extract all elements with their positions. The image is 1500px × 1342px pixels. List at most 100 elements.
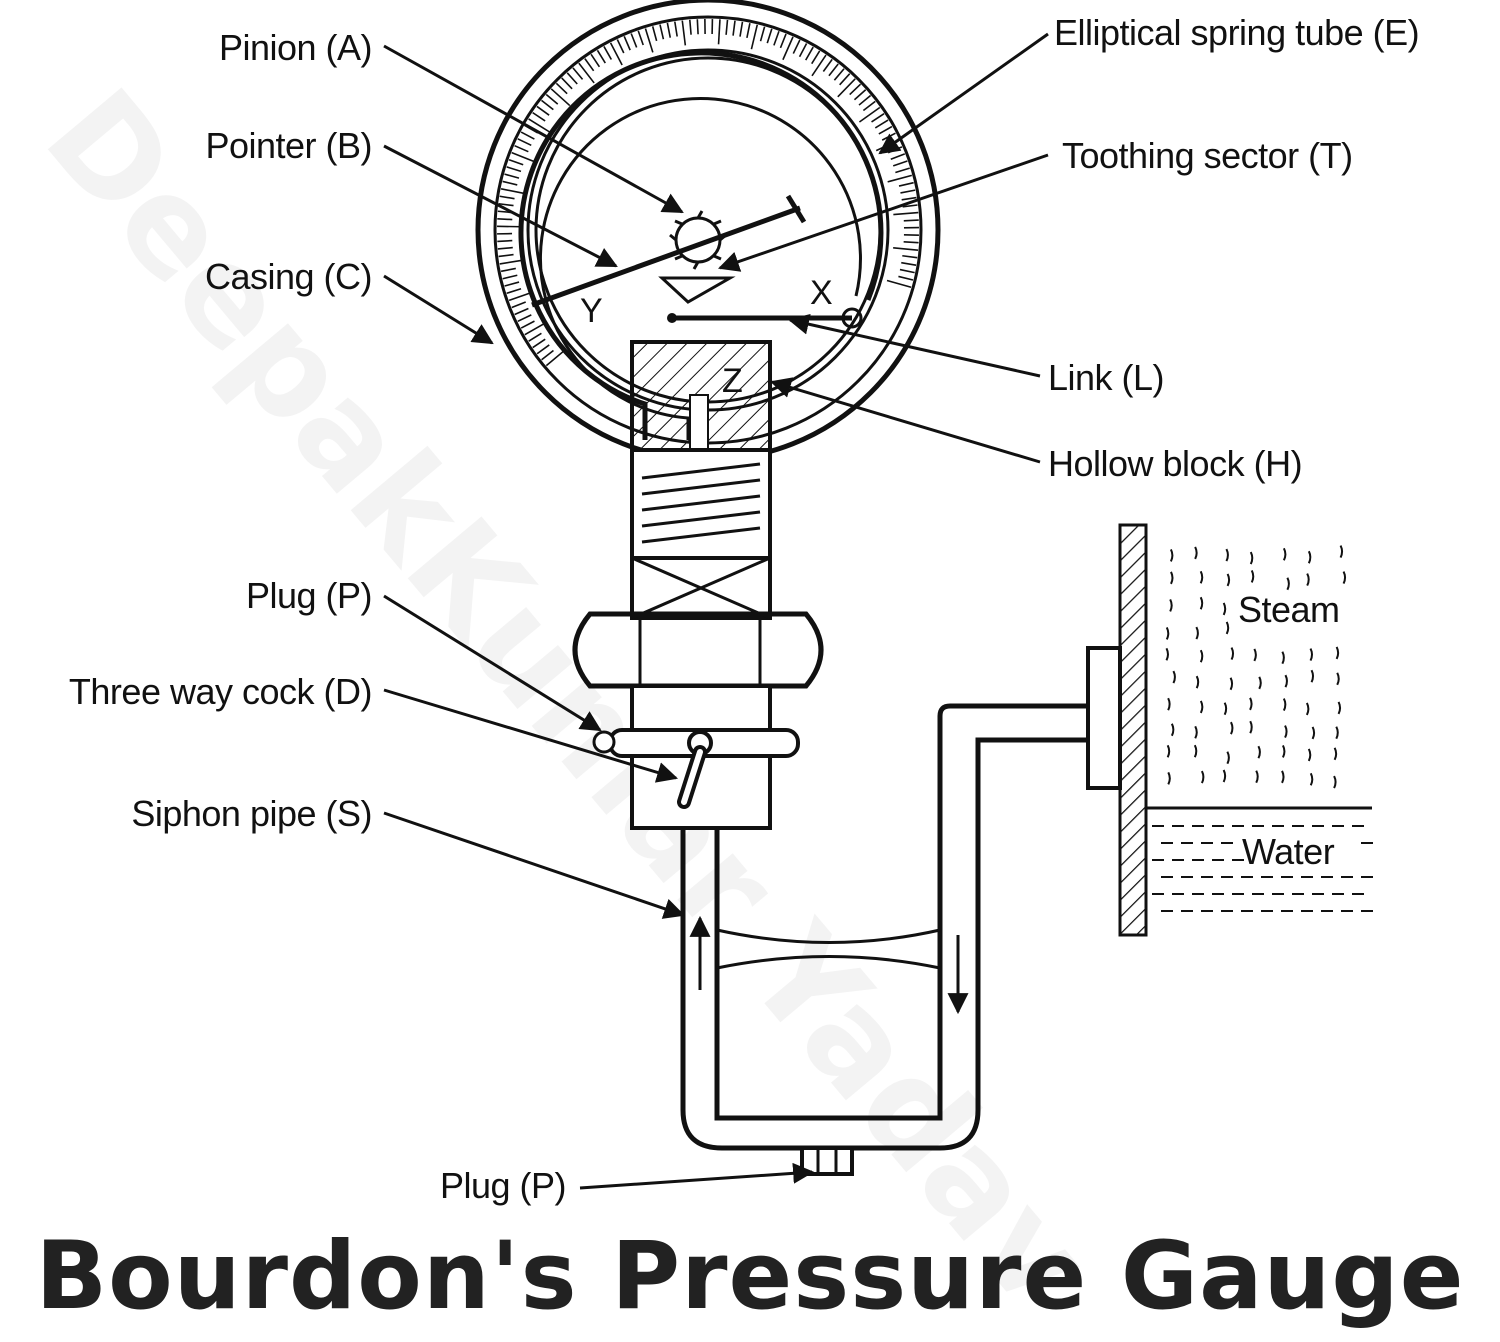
dial-tick	[886, 279, 912, 289]
dial-tick	[506, 166, 522, 173]
steam-dash	[1257, 745, 1261, 759]
dial-tick	[499, 259, 525, 265]
dial-tick	[862, 100, 876, 112]
dial-tick	[506, 288, 522, 295]
dial-tick	[811, 54, 827, 77]
steam-dash	[1195, 675, 1200, 689]
plug-lower	[800, 1146, 854, 1176]
steam-dash	[1249, 697, 1253, 711]
steam-dash	[1255, 770, 1259, 784]
dial-tick	[616, 39, 625, 54]
dial-tick	[874, 119, 889, 129]
dial-tick	[688, 19, 692, 35]
label-elliptical-spring-tube: Elliptical spring tube (E)	[1054, 12, 1419, 53]
dial-tick	[504, 281, 520, 287]
steam-dash	[1282, 744, 1286, 758]
steam-dash	[1284, 725, 1288, 739]
water-region	[1146, 806, 1373, 912]
steam-dash	[1339, 545, 1344, 559]
dial-tick	[517, 314, 532, 323]
steam-dash	[1253, 648, 1257, 662]
steam-dash	[1193, 744, 1198, 758]
dial-tick	[520, 320, 535, 329]
gauge-mechanism	[531, 194, 863, 329]
steam-dash	[1307, 748, 1312, 762]
dial-tick	[849, 83, 862, 96]
dial-tick	[572, 67, 584, 80]
dial-tick	[651, 26, 658, 42]
dial-tick	[511, 301, 526, 309]
marker-y: Y	[580, 292, 603, 330]
dial-tick	[893, 211, 919, 216]
toothing-sector	[658, 276, 736, 304]
steam-dash	[1225, 621, 1230, 635]
dial-tick	[528, 118, 551, 133]
steam-dash	[1200, 770, 1205, 784]
dial-tick	[717, 19, 721, 45]
dial-tick	[779, 33, 787, 49]
steam-dash	[1335, 646, 1340, 660]
dial-tick	[890, 153, 906, 161]
dial-tick	[837, 78, 856, 98]
steam-dash	[1167, 771, 1171, 785]
steam-dash	[1199, 649, 1204, 663]
dial-tick	[659, 24, 665, 40]
dial-tick	[853, 89, 867, 101]
dial-tick	[900, 189, 916, 194]
dial-tick	[498, 253, 514, 258]
dial-tick	[637, 30, 644, 46]
dial-tick	[541, 99, 554, 111]
label-three-way-cock: Three way cock (D)	[69, 671, 372, 712]
dial-tick	[811, 50, 821, 65]
dial-tick	[609, 42, 623, 66]
steam-dash	[1223, 702, 1228, 716]
dial-tick	[898, 181, 914, 187]
steam-dash	[1226, 573, 1231, 587]
steam-dash	[1310, 669, 1315, 683]
dial-tick	[732, 20, 736, 36]
steam-dash	[1307, 550, 1312, 564]
steam-dash	[1250, 569, 1255, 583]
dial-tick	[504, 173, 520, 179]
dial-tick	[644, 28, 654, 53]
dial-tick	[881, 132, 896, 141]
dial-tick	[839, 73, 851, 86]
leader-lines	[383, 32, 1049, 1190]
label-siphon-pipe: Siphon pipe (S)	[131, 793, 372, 834]
three-way-cock-assembly	[592, 684, 800, 830]
dial-tick	[895, 167, 910, 174]
dial-tick	[858, 106, 881, 123]
steam-dash	[1226, 751, 1230, 765]
label-steam: Steam	[1238, 589, 1340, 630]
steam-dash	[1249, 720, 1253, 734]
steam-dash	[1284, 674, 1288, 688]
dial-tick	[508, 158, 524, 166]
steam-dash	[1230, 721, 1234, 735]
dial-tick	[528, 332, 542, 342]
steam-dash	[1170, 723, 1175, 737]
dial-tick	[674, 21, 678, 37]
dial-tick	[766, 28, 773, 44]
steam-dash	[1199, 700, 1204, 714]
siphon-pipe	[680, 703, 1088, 1176]
dial-tick	[903, 240, 919, 244]
steam-dash	[1286, 577, 1290, 591]
steam-dash	[1165, 647, 1169, 661]
dial-tick	[902, 204, 918, 208]
dial-tick	[782, 36, 794, 61]
steam-region	[1165, 545, 1347, 789]
dial-tick	[833, 68, 845, 81]
dial-tick	[666, 22, 672, 38]
dial-tick	[511, 151, 536, 163]
label-pointer: Pointer (B)	[205, 125, 372, 166]
steam-dash	[1167, 697, 1171, 711]
steam-dash	[1229, 677, 1234, 691]
label-pinion: Pinion (A)	[219, 27, 372, 68]
steam-dash	[1199, 596, 1204, 610]
dial-tick	[696, 19, 699, 35]
dial-tick	[878, 125, 893, 135]
dial-tick	[561, 77, 573, 90]
dial-tick	[898, 275, 914, 281]
dial-tick	[892, 160, 908, 167]
dial-tick	[590, 53, 601, 68]
